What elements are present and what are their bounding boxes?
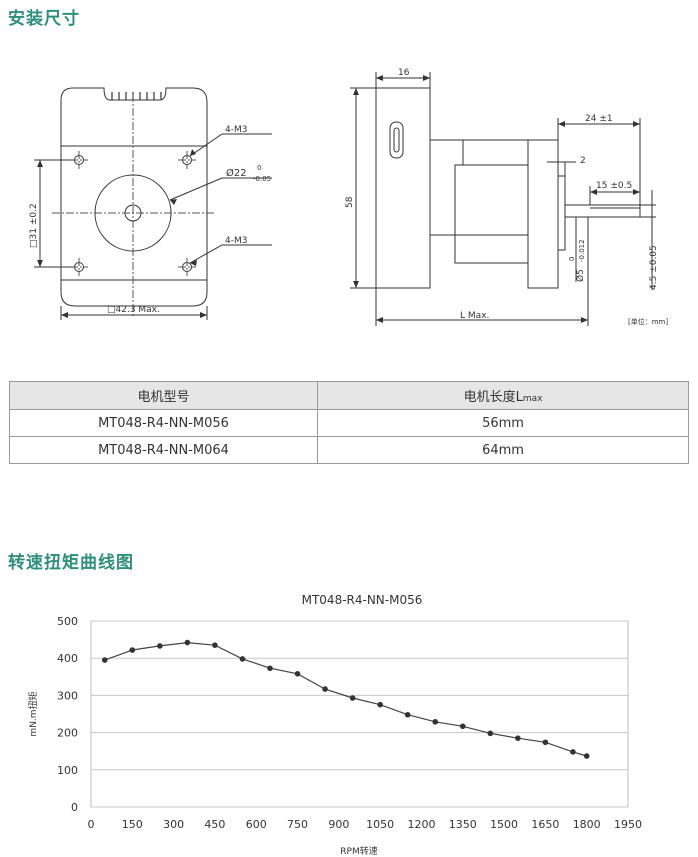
screw-label-bottom: 4-M3 bbox=[225, 236, 247, 246]
torque-speed-chart: MT048-R4-NN-M056 0 100 200 300 400 500 0 150 30… bbox=[27, 593, 642, 857]
shaft-diameter-label: Ø5 bbox=[575, 269, 586, 282]
mounting-dimension-drawing: 4-M3 Ø22 0 -0.05 4-M3 □31 ±0.2 □42.3 Max… bbox=[29, 68, 668, 326]
data-point bbox=[157, 643, 163, 649]
x-tick-label: 450 bbox=[204, 818, 225, 831]
usb-c-port-icon bbox=[389, 121, 404, 159]
cell-length: 64mm bbox=[317, 436, 689, 464]
table-row: MT048-R4-NN-M056 56mm bbox=[9, 409, 689, 437]
data-point bbox=[212, 642, 218, 648]
x-tick-label: 1650 bbox=[531, 818, 559, 831]
stator-block bbox=[454, 164, 529, 264]
y-tick-label: 500 bbox=[57, 615, 78, 628]
cell-model: MT048-R4-NN-M056 bbox=[9, 409, 318, 437]
dimensions-section-title: 安装尺寸 bbox=[8, 9, 80, 29]
dim-24-label: 24 ±1 bbox=[585, 114, 613, 124]
x-tick-label: 300 bbox=[163, 818, 184, 831]
y-tick-label: 100 bbox=[57, 764, 78, 777]
cell-length: 56mm bbox=[317, 409, 689, 437]
motor-body bbox=[375, 87, 431, 289]
motor-spec-table: 电机型号 电机长度Lmax MT048-R4-NN-M056 56mm MT04… bbox=[9, 381, 689, 464]
connector-pins-icon bbox=[111, 92, 162, 100]
dim-2-label: 2 bbox=[580, 156, 586, 166]
rear-cover bbox=[429, 88, 529, 236]
y-tick-label: 400 bbox=[57, 652, 78, 665]
plot-area bbox=[90, 620, 629, 808]
front-view-outline bbox=[60, 87, 208, 307]
data-point bbox=[542, 739, 549, 746]
shaft bbox=[564, 204, 641, 218]
x-tick-label: 150 bbox=[122, 818, 143, 831]
data-point bbox=[570, 749, 576, 755]
series-line bbox=[104, 641, 587, 757]
data-point bbox=[184, 639, 191, 646]
y-tick-label: 0 bbox=[71, 801, 78, 814]
data-point bbox=[349, 695, 356, 701]
data-point bbox=[404, 711, 411, 718]
x-axis-label: RPM转速 bbox=[340, 845, 377, 857]
unit-note: [单位：mm] bbox=[628, 317, 668, 326]
curve-section-title: 转速扭矩曲线图 bbox=[8, 553, 134, 573]
hole-spacing-label: □31 ±0.2 bbox=[29, 203, 39, 248]
y-axis-label: mN.m扭矩 bbox=[27, 691, 39, 736]
boss-tol-lower: -0.05 bbox=[253, 175, 271, 183]
x-tick-label: 1050 bbox=[366, 818, 394, 831]
boss bbox=[557, 175, 566, 251]
shaft-tol-upper: 0 bbox=[568, 257, 576, 261]
chart-title: MT048-R4-NN-M056 bbox=[302, 593, 423, 607]
boss-diameter-label: Ø22 bbox=[226, 167, 247, 179]
header-length-sub: max bbox=[522, 394, 543, 404]
data-point bbox=[322, 686, 328, 692]
data-point bbox=[294, 671, 301, 677]
data-point bbox=[101, 657, 108, 663]
data-point bbox=[432, 719, 439, 725]
x-tick-label: 1500 bbox=[490, 818, 518, 831]
data-point bbox=[583, 753, 590, 759]
x-tick-label: 900 bbox=[328, 818, 349, 831]
cell-model: MT048-R4-NN-M064 bbox=[9, 436, 318, 464]
data-point bbox=[459, 723, 466, 730]
data-point bbox=[239, 656, 246, 662]
data-point bbox=[267, 665, 273, 672]
table-row: MT048-R4-NN-M064 64mm bbox=[9, 436, 689, 464]
x-tick-label: 1200 bbox=[407, 818, 435, 831]
dim-flat-label: 4.5 ±0.05 bbox=[649, 245, 659, 290]
dim-16-label: 16 bbox=[398, 68, 410, 78]
x-tick-label: 1950 bbox=[614, 818, 642, 831]
x-tick-label: 750 bbox=[287, 818, 308, 831]
data-point bbox=[129, 647, 136, 653]
table-header-row: 电机型号 电机长度Lmax bbox=[9, 381, 689, 410]
body-size-label: □42.3 Max. bbox=[107, 305, 160, 315]
x-tick-label: 1350 bbox=[449, 818, 477, 831]
y-tick-label: 200 bbox=[57, 727, 78, 740]
dim-58-label: 58 bbox=[345, 196, 355, 208]
header-length: 电机长度Lmax bbox=[317, 381, 689, 410]
boss-tol-upper: 0 bbox=[257, 164, 261, 172]
data-point bbox=[377, 701, 383, 708]
header-model: 电机型号 bbox=[9, 381, 318, 410]
shaft-tol-lower: -0.012 bbox=[578, 239, 586, 262]
dim-15-label: 15 ±0.5 bbox=[596, 181, 632, 191]
y-tick-label: 300 bbox=[57, 689, 78, 702]
screw-label-top: 4-M3 bbox=[225, 125, 247, 135]
data-point bbox=[487, 730, 494, 737]
length-label: L Max. bbox=[460, 311, 489, 321]
x-tick-label: 1800 bbox=[573, 818, 601, 831]
data-point bbox=[515, 735, 521, 741]
x-tick-label: 0 bbox=[88, 818, 95, 831]
x-tick-label: 600 bbox=[246, 818, 267, 831]
